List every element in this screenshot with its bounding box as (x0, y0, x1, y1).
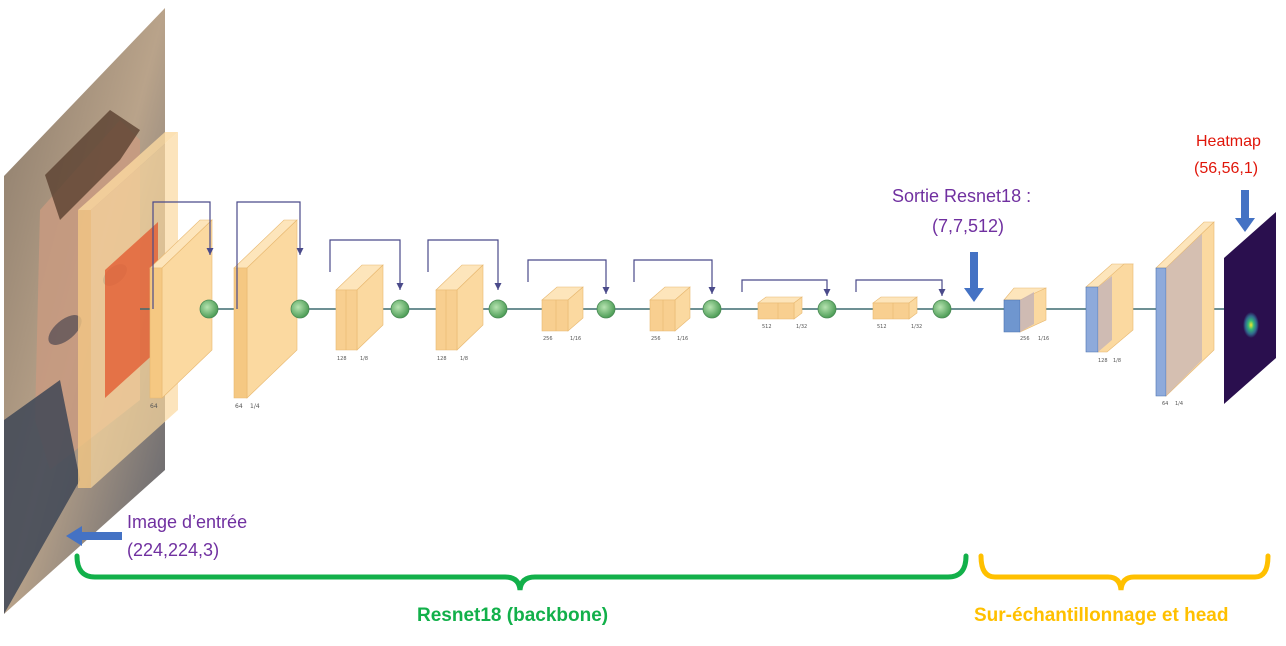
head-1-channels: 256 (1020, 336, 1030, 342)
block-3-scale: 1/8 (360, 356, 368, 362)
block-2: 64 1/4 (233, 219, 298, 410)
block-5-scale: 1/16 (570, 336, 581, 342)
heatmap-title: Heatmap (1196, 133, 1261, 150)
conv1-block (78, 132, 178, 488)
head-block-3: 64 1/4 (1155, 221, 1215, 407)
block-3-channels: 128 (337, 356, 347, 362)
plus-circle-icon (290, 299, 310, 319)
head-block-2: 128 1/8 (1085, 263, 1134, 364)
gaussian-heatmap-icon (1243, 312, 1259, 338)
skip-connections (152, 201, 946, 309)
plus-circle-icon (390, 299, 410, 319)
plus-circle-icon (817, 299, 837, 319)
block-4-channels: 128 (437, 356, 447, 362)
block-8-scale: 1/32 (911, 324, 922, 330)
block-8-channels: 512 (877, 324, 887, 330)
block-5: 256 1/16 (541, 286, 584, 342)
add-nodes (199, 299, 952, 319)
block-5-channels: 256 (543, 336, 553, 342)
backbone-output-title: Sortie Resnet18 : (892, 186, 1032, 206)
head-1-scale: 1/16 (1038, 336, 1049, 342)
block-6-channels: 256 (651, 336, 661, 342)
input-image-title: Image d’entrée (127, 512, 248, 532)
backbone-label: Resnet18 (backbone) (417, 605, 609, 626)
block-7-channels: 512 (762, 324, 772, 330)
block-8: 512 1/32 (872, 296, 922, 330)
plus-circle-icon (702, 299, 722, 319)
block-6-scale: 1/16 (677, 336, 688, 342)
backbone-output-shape: (7,7,512) (932, 216, 1005, 236)
head-block-1: 256 1/16 (1003, 287, 1049, 342)
plus-circle-icon (199, 299, 219, 319)
heatmap-output (1224, 212, 1276, 404)
heatmap-shape: (56,56,1) (1194, 160, 1259, 177)
block-2-channels: 64 (235, 403, 243, 410)
input-image-shape: (224,224,3) (127, 540, 220, 560)
plus-circle-icon (932, 299, 952, 319)
block-1-channels: 64 (150, 403, 158, 410)
head-label: Sur-échantillonnage et head (974, 605, 1229, 626)
backbone-bracket (74, 553, 969, 591)
head-3-scale: 1/4 (1175, 401, 1183, 407)
block-2-scale: 1/4 (250, 403, 260, 410)
arrow-input (66, 526, 122, 546)
block-6: 256 1/16 (649, 286, 691, 342)
block-1: 64 (149, 219, 213, 410)
block-3: 128 1/8 (335, 264, 384, 362)
head-2-channels: 128 (1098, 358, 1108, 364)
block-7: 512 1/32 (757, 296, 807, 330)
plus-circle-icon (596, 299, 616, 319)
arrow-backbone-output (964, 252, 984, 302)
arrow-heatmap (1235, 190, 1255, 232)
plus-circle-icon (488, 299, 508, 319)
block-7-scale: 1/32 (796, 324, 807, 330)
head-3-channels: 64 (1162, 401, 1168, 407)
head-2-scale: 1/8 (1113, 358, 1121, 364)
head-bracket (978, 553, 1271, 591)
block-4: 128 1/8 (435, 264, 484, 362)
block-4-scale: 1/8 (460, 356, 468, 362)
